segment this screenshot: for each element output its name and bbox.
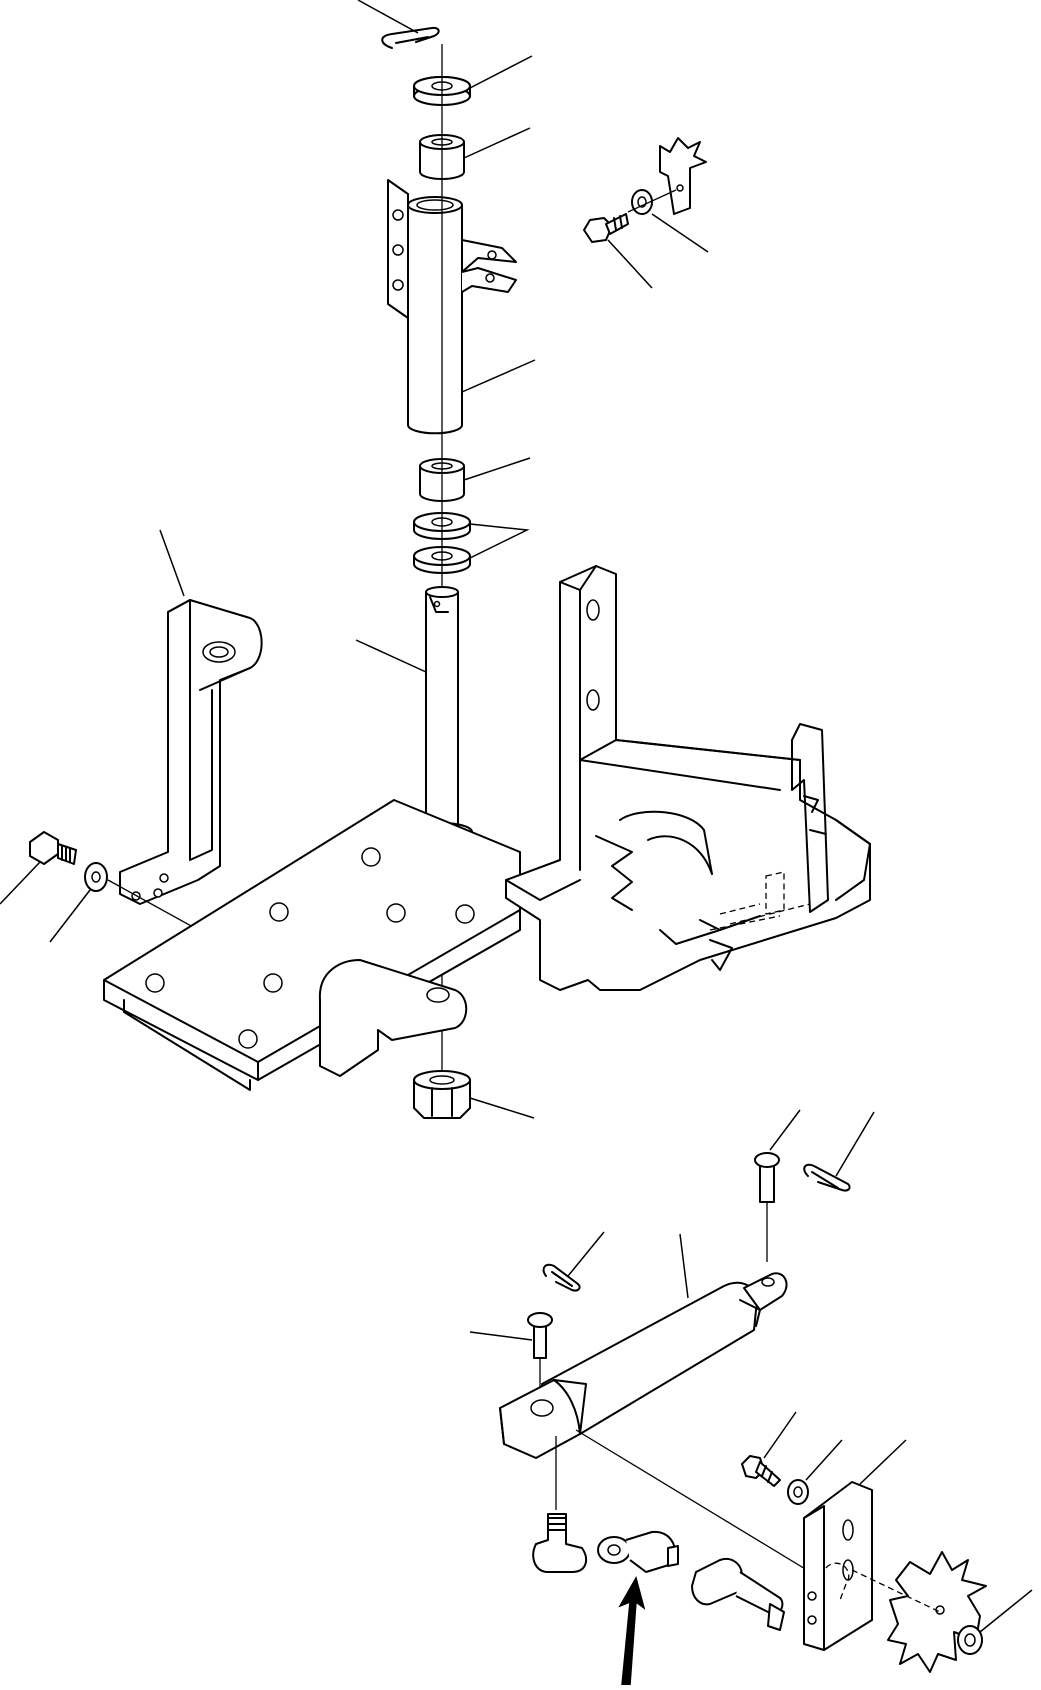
leader-line: [469, 55, 533, 89]
support-bracket: [119, 599, 263, 905]
elbow-fitting: [532, 1513, 588, 1573]
leader-line: [763, 1411, 797, 1459]
leader-line: [463, 457, 531, 481]
washer-left: [84, 862, 108, 892]
bolt-upper-right: [583, 213, 629, 243]
clevis-pin-right: [754, 1152, 780, 1203]
washer-lower-right: [787, 1479, 809, 1505]
center-line: [627, 189, 677, 213]
base-plate: [103, 799, 521, 1091]
leader-line: [607, 239, 653, 289]
mounting-plate: [803, 1481, 873, 1651]
leader-line: [0, 861, 41, 905]
frame-plate-fragment: [887, 1551, 987, 1673]
swivel-fitting: [597, 1530, 679, 1573]
leader-line: [463, 127, 531, 159]
leader-line: [461, 359, 536, 393]
center-line: [575, 1429, 831, 1585]
column-tube: [387, 179, 517, 435]
leader-line: [805, 1439, 843, 1481]
cotter-pin-top: [381, 26, 440, 49]
frame-structure: [505, 565, 871, 991]
bolt-lower-right: [741, 1455, 781, 1487]
mounting-hole: [676, 184, 684, 192]
leader-line: [49, 889, 91, 943]
leader-line: [835, 1111, 875, 1177]
leader-line: [357, 0, 419, 34]
leader-line: [469, 1097, 535, 1119]
leader-line: [859, 1439, 907, 1485]
center-line: [851, 1569, 941, 1613]
bolt-left: [29, 831, 77, 865]
cotter-pin-left: [542, 1263, 581, 1292]
leader-line: [159, 529, 185, 597]
mounting-tab: [659, 137, 707, 215]
leader-line: [355, 639, 427, 673]
leader-line: [469, 523, 530, 559]
clevis-pin-left: [527, 1312, 553, 1359]
nut-bottom: [413, 1070, 471, 1119]
leader-line: [651, 213, 709, 253]
hydraulic-cylinder: [499, 1272, 788, 1459]
leader-line: [679, 1233, 689, 1299]
leader-line: [979, 1589, 1033, 1633]
arrow-indicator: [618, 1576, 646, 1686]
nut-lower-right: [957, 1625, 983, 1655]
leader-line: [769, 1109, 801, 1151]
leader-line: [567, 1231, 605, 1277]
hydraulic-hose: [691, 1558, 785, 1631]
leader-line: [469, 1331, 533, 1341]
cotter-pin-right: [803, 1163, 851, 1192]
